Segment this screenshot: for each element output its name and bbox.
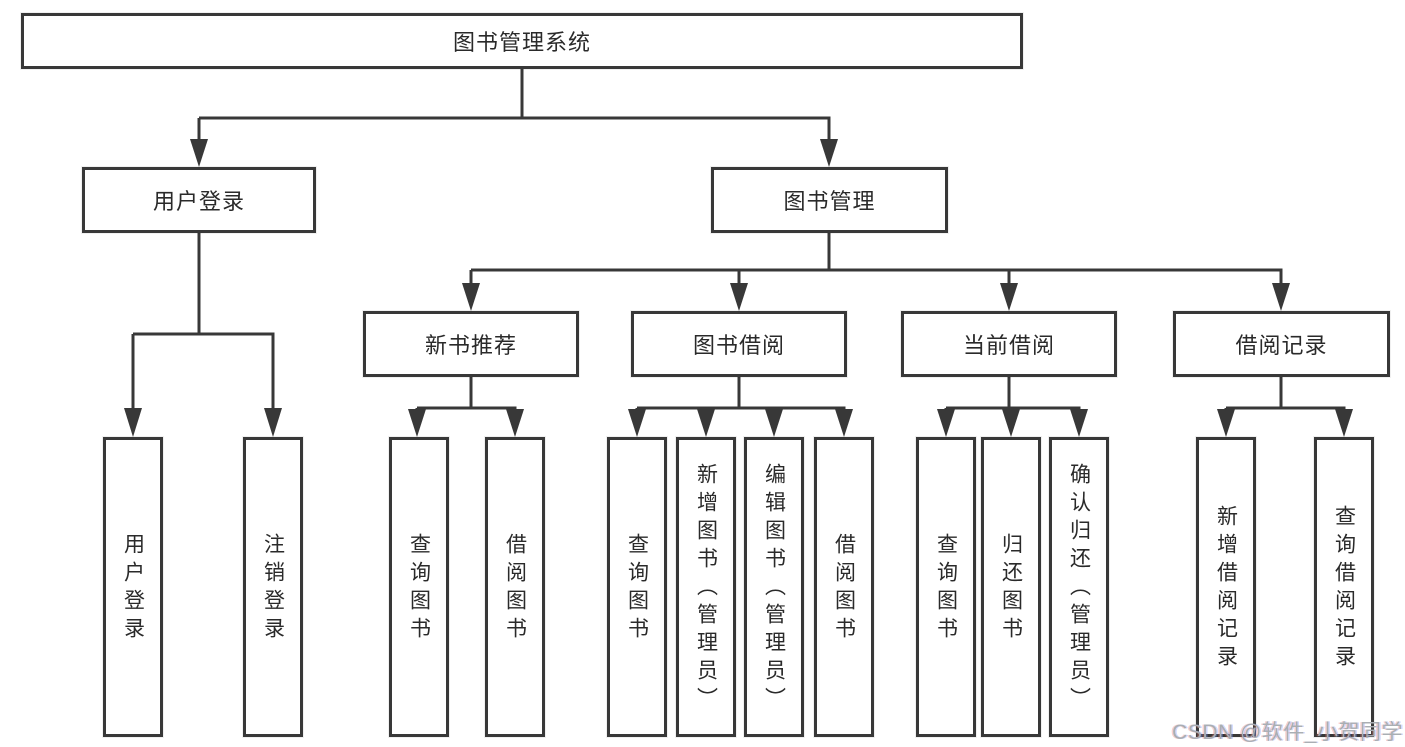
leaf-edit-books-admin: 编辑图书（管理员）: [744, 437, 804, 737]
node-book-borrowing: 图书借阅: [631, 311, 847, 377]
leaf-return-books: 归还图书: [981, 437, 1041, 737]
connector-current-to-leaves: [937, 377, 1088, 437]
leaf-borrow-books-borrowing: 借阅图书: [814, 437, 874, 737]
leaf-logout: 注销登录: [243, 437, 303, 737]
leaf-query-books-current: 查询图书: [916, 437, 976, 737]
connector-bookmgmt-to-level3: [462, 232, 1290, 311]
leaf-user-login: 用户登录: [103, 437, 163, 737]
connector-records-to-leaves: [1217, 377, 1353, 437]
leaf-add-books-admin: 新增图书（管理员）: [676, 437, 736, 737]
leaf-query-books-recommend: 查询图书: [389, 437, 449, 737]
connector-userlogin-to-leaves: [124, 232, 282, 437]
node-root: 图书管理系统: [21, 13, 1023, 69]
leaf-confirm-return-admin: 确认归还（管理员）: [1049, 437, 1109, 737]
watermark-text: CSDN @软件_小贺同学: [1172, 721, 1403, 744]
node-book-management: 图书管理: [711, 167, 948, 233]
leaf-query-books-borrowing: 查询图书: [607, 437, 667, 737]
node-borrowing-records: 借阅记录: [1173, 311, 1390, 377]
node-current-borrowing: 当前借阅: [901, 311, 1117, 377]
node-user-login: 用户登录: [82, 167, 316, 233]
connector-recommend-to-leaves: [408, 377, 524, 437]
leaf-add-borrow-record: 新增借阅记录: [1196, 437, 1256, 737]
connector-borrowing-to-leaves: [628, 377, 853, 437]
node-new-book-recommend: 新书推荐: [363, 311, 579, 377]
connector-root-to-level2: [190, 69, 838, 167]
leaf-borrow-books-recommend: 借阅图书: [485, 437, 545, 737]
leaf-query-borrow-record: 查询借阅记录: [1314, 437, 1374, 737]
